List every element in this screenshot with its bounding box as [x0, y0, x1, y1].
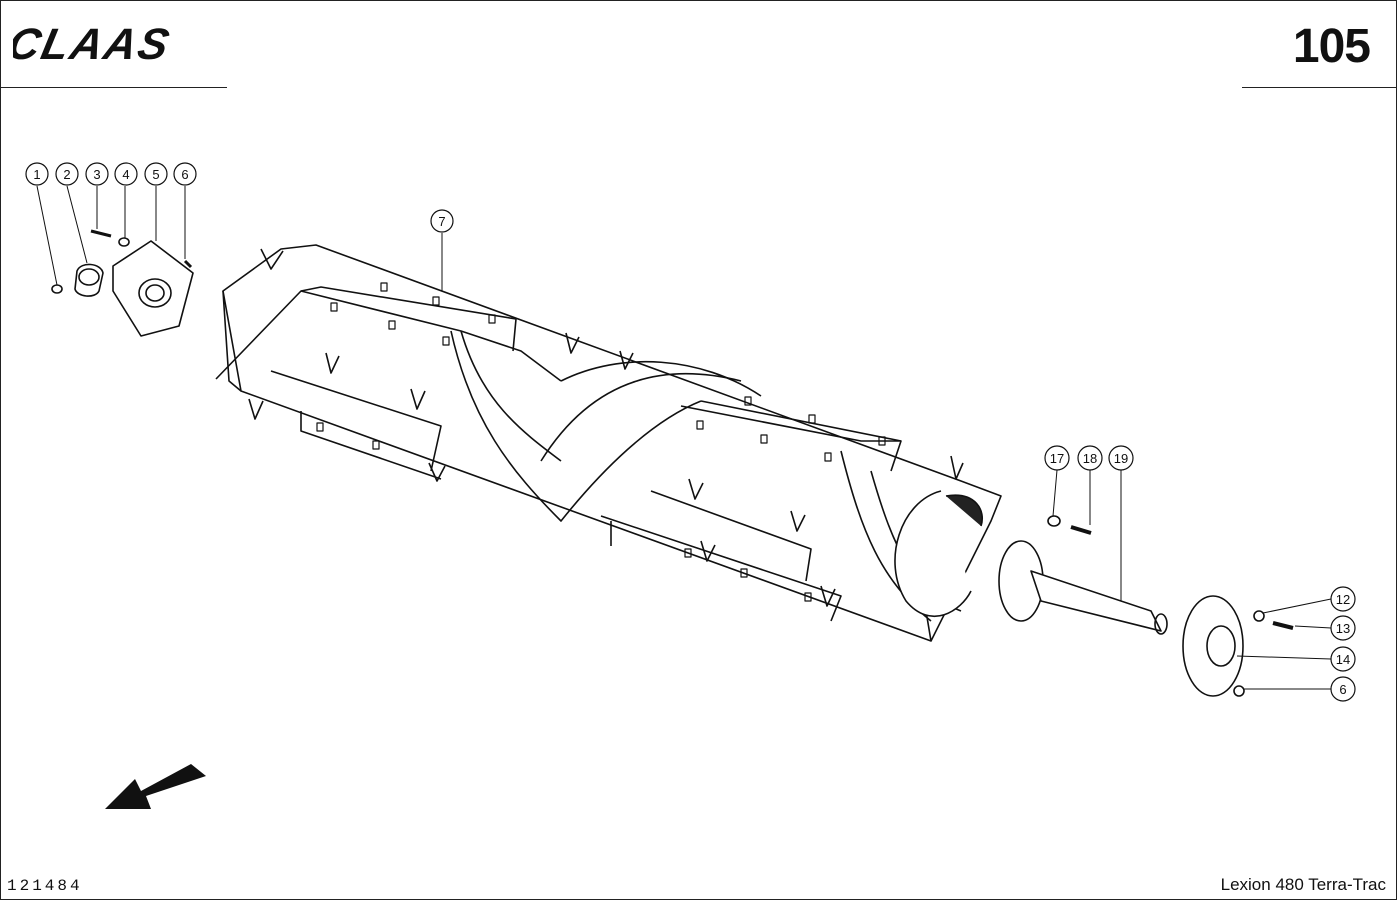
washer-4 — [118, 237, 130, 247]
svg-text:1: 1 — [33, 167, 40, 182]
bolt-3 — [90, 229, 112, 238]
leader-lines — [36, 185, 1332, 690]
machine-model: Lexion 480 Terra-Trac — [1220, 875, 1386, 894]
nut-6b — [1233, 685, 1245, 697]
bolt-18 — [1070, 525, 1092, 535]
washer-17 — [1047, 515, 1061, 527]
svg-text:3: 3 — [93, 167, 100, 182]
washer-12 — [1253, 610, 1265, 622]
callout-6: 6 — [173, 162, 197, 186]
svg-text:6: 6 — [1339, 682, 1346, 697]
svg-text:18: 18 — [1083, 451, 1097, 466]
svg-text:5: 5 — [152, 167, 159, 182]
callout-13: 13 — [1330, 615, 1356, 641]
svg-text:4: 4 — [122, 167, 129, 182]
callout-17: 17 — [1044, 445, 1070, 471]
callout-1: 1 — [25, 162, 49, 186]
svg-text:7: 7 — [438, 214, 445, 229]
bearing-flange-5 — [112, 240, 194, 337]
brand-logo: CLAAS — [13, 23, 175, 65]
svg-text:19: 19 — [1114, 451, 1128, 466]
callout-18: 18 — [1077, 445, 1103, 471]
svg-text:13: 13 — [1336, 621, 1350, 636]
grease-nipple-1 — [51, 284, 63, 294]
svg-text:12: 12 — [1336, 592, 1350, 607]
svg-text:17: 17 — [1050, 451, 1064, 466]
auger-assembly — [215, 244, 1002, 642]
direction-arrow-icon — [105, 764, 206, 809]
stub-shaft-19 — [1030, 570, 1162, 632]
callout-3: 3 — [85, 162, 109, 186]
page-number: 105 — [1292, 20, 1371, 73]
callout-5: 5 — [144, 162, 168, 186]
callout-6b: 6 — [1330, 676, 1356, 702]
brand-logo-text: CLAAS — [13, 23, 175, 65]
svg-text:6: 6 — [181, 167, 188, 182]
callout-7: 7 — [430, 209, 454, 233]
callout-14: 14 — [1330, 646, 1356, 672]
header-rule-right — [1242, 87, 1396, 88]
header-rule-left — [1, 87, 227, 88]
callout-19: 19 — [1108, 445, 1134, 471]
bearing-flange-14 — [1182, 595, 1244, 697]
callout-4: 4 — [114, 162, 138, 186]
svg-text:2: 2 — [63, 167, 70, 182]
seal-ring-2 — [74, 263, 104, 297]
left-bearing-parts — [51, 229, 194, 337]
drawing-number: 121484 — [7, 877, 83, 895]
nut-6 — [183, 259, 193, 269]
svg-text:14: 14 — [1336, 652, 1350, 667]
right-shaft-parts — [998, 515, 1294, 697]
callout-12: 12 — [1330, 586, 1356, 612]
callout-2: 2 — [55, 162, 79, 186]
bolt-13 — [1272, 621, 1294, 630]
